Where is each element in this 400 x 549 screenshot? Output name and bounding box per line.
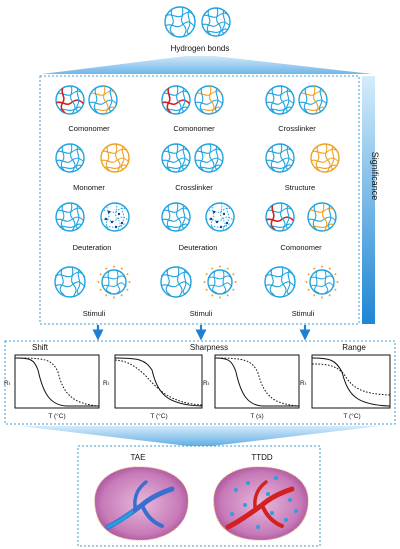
plot-xlabel: T (°C) [343, 412, 360, 420]
network-crosslinker-icon [266, 86, 294, 114]
grid-row-1: Comonomer Comonomer Crosslinker [56, 86, 327, 133]
grid-label: Deuteration [73, 243, 112, 252]
ttdd-panel: TTDD [213, 453, 309, 541]
hydrogen-bonds-group: Hydrogen bonds [164, 6, 230, 53]
curve-solid [311, 357, 391, 407]
grid-label: Stimuli [83, 309, 106, 318]
grid-label: Stimuli [190, 309, 213, 318]
plot-sharpness: Sharpness Rₜ T (°C) [103, 343, 228, 420]
network-structure-orange-icon [311, 144, 339, 172]
network-comonomer-orange-icon [89, 86, 117, 114]
grid-label: Monomer [73, 183, 105, 192]
plot-xlabel: T (°C) [150, 412, 167, 420]
significance-label: Significance [370, 152, 380, 201]
network-stimuli-icon [98, 266, 131, 299]
plot-title: Shift [32, 343, 49, 352]
network-comonomer-orange-icon [308, 203, 336, 231]
network-comonomer-red-icon [266, 203, 294, 231]
bottom-funnel [20, 426, 380, 446]
curve-dotted [14, 357, 100, 407]
plot-ylabel: Rₜ [203, 380, 210, 387]
network-deuteration-dotted-icon [206, 203, 234, 231]
network-crosslinker-icon [195, 144, 223, 172]
hydrogel-network-large-icon [164, 6, 196, 38]
grid-label: Crosslinker [278, 124, 316, 133]
vessel-branch-icon [260, 503, 284, 528]
plot-ylabel: Rₜ [300, 380, 307, 387]
curve-solid [114, 357, 203, 407]
network-comonomer-red-icon [162, 86, 190, 114]
network-deuteration-icon [162, 203, 190, 231]
grid-label: Structure [285, 183, 315, 192]
plot-time: Rₜ T (s) [203, 354, 300, 420]
network-swollen-icon [54, 266, 86, 298]
network-monomer-orange-icon [101, 144, 129, 172]
grid-label: Stimuli [292, 309, 315, 318]
curve-dotted [114, 359, 203, 406]
plot-frame [311, 354, 391, 409]
plot-title: Range [342, 343, 366, 352]
grid-label: Deuteration [179, 243, 218, 252]
drug-particles-icon [230, 476, 298, 529]
curve-dotted [214, 357, 300, 407]
network-crosslinker-icon [162, 144, 190, 172]
network-swollen-icon [160, 266, 192, 298]
grid-row-2: Monomer Crosslinker Structure [56, 144, 339, 192]
plot-frame [214, 354, 300, 409]
grid-label: Crosslinker [175, 183, 213, 192]
tae-label: TAE [131, 453, 146, 462]
significance-bar [362, 76, 375, 324]
network-comonomer-orange-icon [195, 86, 223, 114]
plot-frame [114, 354, 203, 409]
network-comonomer-red-icon [56, 86, 84, 114]
plot-ylabel: Rₜ [4, 380, 11, 387]
curve-solid [14, 357, 99, 407]
grid-label: Comonomer [68, 124, 110, 133]
grid-label: Comonomer [280, 243, 322, 252]
tae-panel: TAE [94, 453, 189, 541]
plots-box [4, 340, 396, 425]
plot-range: Range Rₜ T (°C) [300, 343, 391, 420]
grid-row-4: Stimuli Stimuli Stimuli [54, 266, 339, 318]
network-deuteration-dotted-icon [101, 203, 129, 231]
network-stimuli-icon [204, 266, 237, 299]
curve-dotted [311, 363, 391, 396]
plot-xlabel: T (s) [250, 413, 263, 420]
hydrogel-plug-icon [106, 510, 134, 529]
vessel-branch-icon [133, 480, 148, 509]
hydrogel-network-small-icon [202, 8, 230, 36]
down-arrows [92, 325, 311, 341]
plot-xlabel: T (°C) [48, 412, 65, 420]
hydrogen-bonds-label: Hydrogen bonds [171, 44, 230, 53]
applications-box [77, 445, 321, 547]
plot-ylabel: Rₜ [103, 380, 110, 387]
network-swollen-icon [264, 266, 296, 298]
network-monomer-icon [56, 144, 84, 172]
grid-label: Comonomer [173, 124, 215, 133]
plot-shift: Shift Rₜ T (°C) [4, 343, 100, 420]
curve-solid [214, 357, 299, 407]
vessel-branch-icon [140, 503, 164, 528]
network-structure-icon [266, 144, 294, 172]
grid-row-3: Deuteration Deuteration Comonomer [56, 203, 336, 252]
plot-title: Sharpness [190, 343, 228, 352]
network-stimuli-icon [306, 266, 339, 299]
significance-box [39, 75, 360, 325]
network-crosslinker-orange-icon [299, 86, 327, 114]
ttdd-label: TTDD [251, 453, 273, 462]
top-funnel [42, 56, 372, 74]
network-deuteration-icon [56, 203, 84, 231]
vessel-branch-icon [253, 480, 268, 509]
plot-frame [14, 354, 100, 409]
